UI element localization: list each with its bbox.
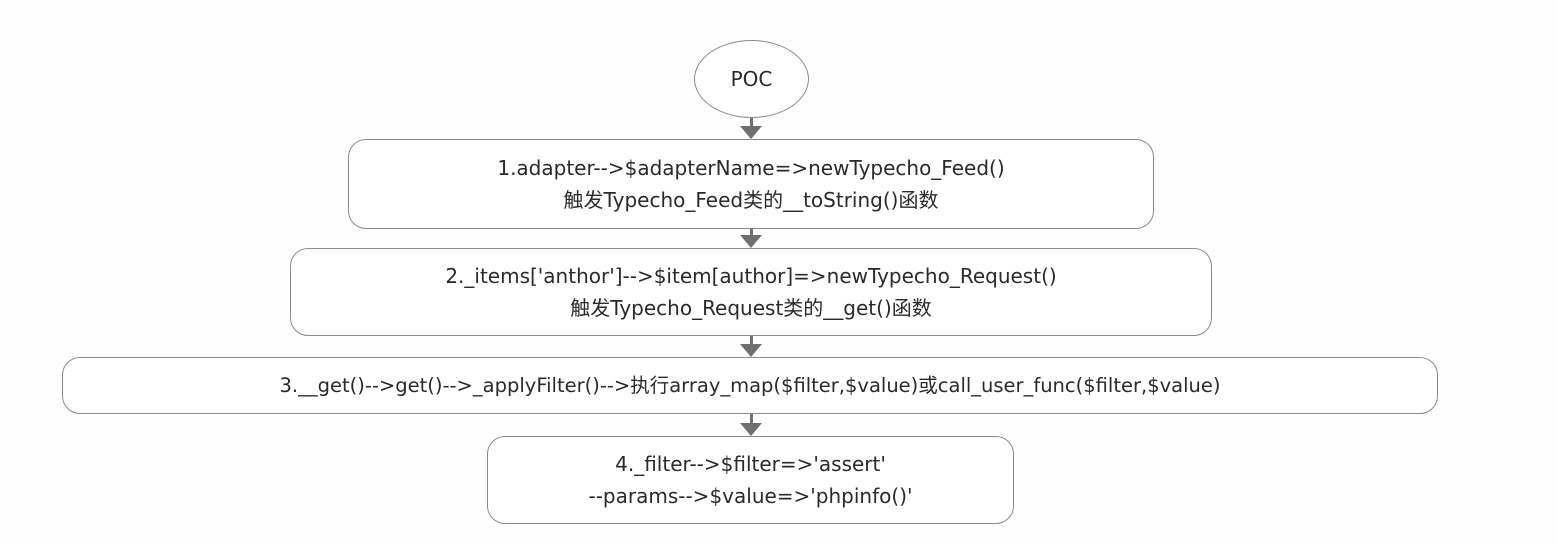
step4-line1: 4._filter-->$filter=>'assert' bbox=[615, 452, 886, 476]
step2-line1: 2._items['anthor']-->$item[author]=>newT… bbox=[445, 264, 1057, 288]
arrow-shaft bbox=[749, 336, 753, 345]
arrow-down-icon bbox=[740, 235, 762, 248]
poc-label: POC bbox=[730, 67, 773, 91]
arrow-down-icon bbox=[740, 126, 762, 139]
step4-line2: --params-->$value=>'phpinfo()' bbox=[588, 484, 913, 508]
arrow-poc-to-step1 bbox=[740, 118, 762, 139]
arrow-step2-to-step3 bbox=[740, 336, 762, 357]
step4-node: 4._filter-->$filter=>'assert' --params--… bbox=[487, 436, 1014, 524]
step1-node: 1.adapter-->$adapterName=>newTypecho_Fee… bbox=[348, 139, 1154, 229]
step3-node: 3.__get()-->get()-->_applyFilter()-->执行a… bbox=[62, 357, 1438, 414]
step2-node: 2._items['anthor']-->$item[author]=>newT… bbox=[290, 248, 1212, 336]
step3-line1: 3.__get()-->get()-->_applyFilter()-->执行a… bbox=[279, 373, 1221, 397]
step1-line1: 1.adapter-->$adapterName=>newTypecho_Fee… bbox=[497, 156, 1005, 180]
arrow-step3-to-step4 bbox=[740, 414, 762, 436]
step1-line2: 触发Typecho_Feed类的__toString()函数 bbox=[563, 188, 939, 212]
poc-node: POC bbox=[694, 40, 809, 118]
arrow-shaft bbox=[749, 229, 753, 236]
arrow-shaft bbox=[749, 118, 753, 127]
step2-line2: 触发Typecho_Request类的__get()函数 bbox=[570, 296, 932, 320]
arrow-down-icon bbox=[740, 423, 762, 436]
arrow-down-icon bbox=[740, 344, 762, 357]
arrow-step1-to-step2 bbox=[740, 229, 762, 248]
arrow-shaft bbox=[749, 414, 753, 424]
